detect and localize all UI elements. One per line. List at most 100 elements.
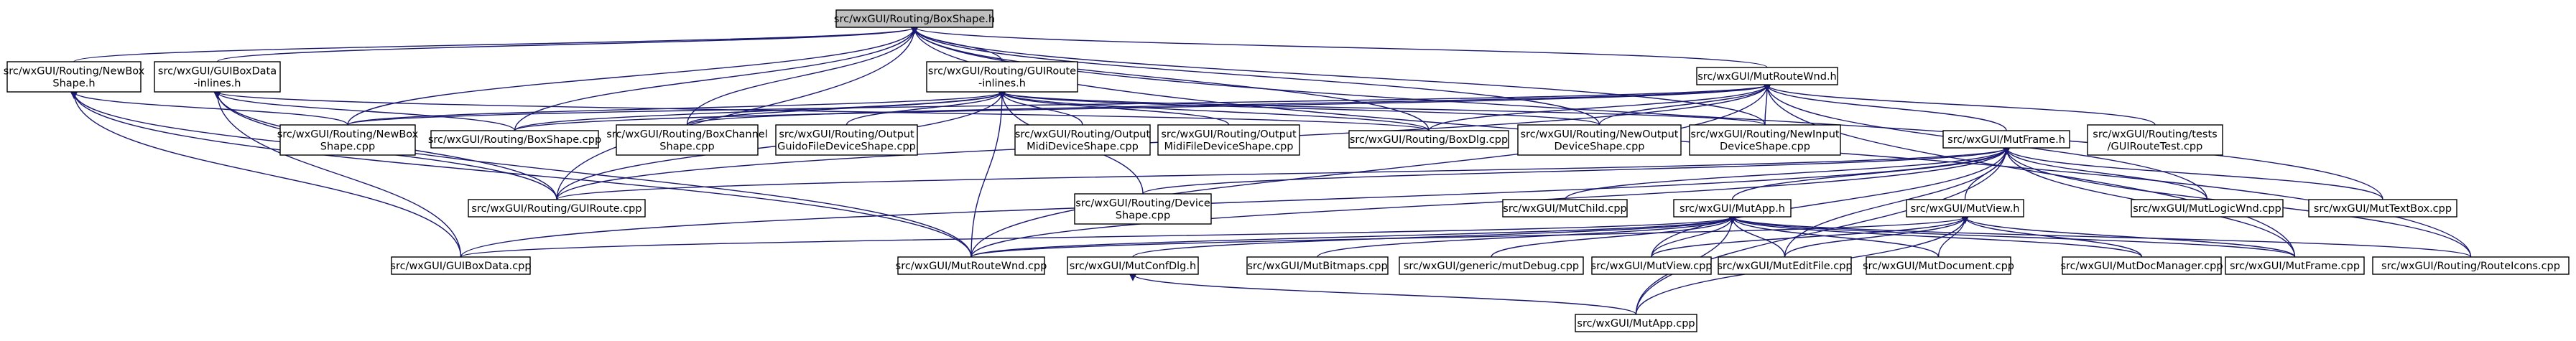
node-muttextboxcpp[interactable]: src/wxGUI/MutTextBox.cpp <box>2308 199 2457 218</box>
node-deviceshapecpp[interactable]: src/wxGUI/Routing/DeviceShape.cpp <box>1074 193 1212 225</box>
edge-line <box>1764 84 2156 126</box>
node-routeh[interactable]: src/wxGUI/Routing/GUIRoute-inlines.h <box>926 61 1078 93</box>
edge-routeh-newboxcpp <box>347 91 1006 126</box>
node-boxdlgcpp[interactable]: src/wxGUI/Routing/BoxDlg.cpp <box>1348 130 1509 149</box>
node-label: src/wxGUI/MutDocManager.cpp <box>2060 261 2223 272</box>
node-guiroutecpp[interactable]: src/wxGUI/Routing/GUIRoute.cpp <box>468 199 646 218</box>
node-label: Shape.cpp <box>659 141 714 153</box>
node-label: src/wxGUI/MutRouteWnd.h <box>1697 71 1837 83</box>
edge-routeh-mutroutewndcpp <box>970 91 1006 258</box>
node-box <box>1906 199 2024 218</box>
edge-line <box>73 27 918 62</box>
node-label: DeviceShape.cpp <box>1555 141 1645 153</box>
node-box <box>1157 124 1300 156</box>
node-guiboxdatacpp[interactable]: src/wxGUI/GUIBoxData.cpp <box>390 256 532 275</box>
edge-routeh-newincpp <box>999 91 1766 126</box>
node-mutdocmanagercpp[interactable]: src/wxGUI/MutDocManager.cpp <box>2060 256 2223 275</box>
edge-line <box>213 91 1430 131</box>
node-label: MidiDeviceShape.cpp <box>1027 141 1139 153</box>
node-box <box>1591 256 1712 275</box>
node-label: src/wxGUI/Routing/NewInput <box>1690 129 1839 141</box>
edge-root-boxdatah <box>216 27 918 62</box>
node-label: src/wxGUI/MutRouteWnd.cpp <box>896 261 1047 272</box>
edge-line <box>1129 274 1637 315</box>
node-label: src/wxGUI/Routing/Output <box>1015 129 1151 141</box>
node-label: src/wxGUI/Routing/NewBox <box>277 129 419 141</box>
node-box <box>1067 256 1199 275</box>
edge-mutroutewndh-newboxcpp <box>347 84 1771 126</box>
node-newincpp[interactable]: src/wxGUI/Routing/NewInputDeviceShape.cp… <box>1689 124 1841 156</box>
node-box <box>1689 124 1841 156</box>
node-label: Shape.h <box>52 78 95 90</box>
edge-line <box>2003 147 2383 200</box>
node-mutchildcpp[interactable]: src/wxGUI/MutChild.cpp <box>1502 199 1628 218</box>
node-muteditfilecpp[interactable]: src/wxGUI/MutEditFile.cpp <box>1717 256 1853 275</box>
edge-mutframeh-deviceshapecpp <box>1142 147 2010 195</box>
edge-line <box>1651 147 2010 258</box>
node-mutbitmapscpp[interactable]: src/wxGUI/MutBitmaps.cpp <box>1246 256 1389 275</box>
node-label: src/wxGUI/Routing/tests <box>2093 129 2217 141</box>
edge-mutframeh-guiroutecpp <box>556 147 2010 200</box>
edge-mutapph-mutdebugcpp <box>1491 216 1736 258</box>
edge-root-newincpp <box>911 27 1766 126</box>
node-mutframecpp[interactable]: src/wxGUI/MutFrame.cpp <box>2225 256 2365 275</box>
node-boxdatah[interactable]: src/wxGUI/GUIBoxData-inlines.h <box>154 61 281 93</box>
node-box <box>2225 256 2365 275</box>
node-label: src/wxGUI/Routing/BoxShape.cpp <box>428 134 601 146</box>
node-label: GuidoFileDeviceShape.cpp <box>777 141 916 153</box>
node-box <box>1517 124 1682 156</box>
edge-line <box>999 91 1430 131</box>
edge-line <box>460 216 1736 258</box>
node-label: src/wxGUI/Routing/Output <box>1161 129 1297 141</box>
edge-mutroutewndh-boxshapecpp <box>514 84 1771 131</box>
node-newoutcpp[interactable]: src/wxGUI/Routing/NewOutputDeviceShape.c… <box>1517 124 1682 156</box>
node-outmidifilecpp[interactable]: src/wxGUI/Routing/OutputMidiFileDeviceSh… <box>1157 124 1300 156</box>
node-box <box>1502 199 1628 218</box>
edge-line <box>999 91 1766 126</box>
node-mutappcpp[interactable]: src/wxGUI/MutApp.cpp <box>1575 314 1697 332</box>
node-root[interactable]: src/wxGUI/Routing/BoxShape.h <box>834 9 995 28</box>
node-mutroutewndh[interactable]: src/wxGUI/MutRouteWnd.h <box>1696 67 1838 85</box>
edge-routeh-outguidocpp <box>845 91 1006 126</box>
edge-line <box>460 147 2010 258</box>
node-label: src/wxGUI/MutEditFile.cpp <box>1717 261 1852 272</box>
node-box <box>1348 130 1509 149</box>
edge-line <box>1731 147 2010 200</box>
node-box <box>2062 256 2222 275</box>
node-boxshapecpp[interactable]: src/wxGUI/Routing/BoxShape.cpp <box>428 130 601 149</box>
node-label: src/wxGUI/MutFrame.h <box>1947 134 2065 146</box>
node-label: src/wxGUI/Routing/BoxShape.h <box>834 14 995 25</box>
node-mutapph[interactable]: src/wxGUI/MutApp.h <box>1673 199 1792 218</box>
edge-line <box>911 27 1600 126</box>
edge-line <box>970 147 2010 258</box>
node-routeiconscpp[interactable]: src/wxGUI/Routing/RouteIcons.cpp <box>2372 256 2570 275</box>
node-label: src/wxGUI/Routing/BoxDlg.cpp <box>1350 134 1508 146</box>
node-mutroutewndcpp[interactable]: src/wxGUI/MutRouteWnd.cpp <box>896 256 1047 275</box>
node-label: src/wxGUI/MutDocument.cpp <box>1863 261 2014 272</box>
node-mutconfdlgh[interactable]: src/wxGUI/MutConfDlg.h <box>1067 256 1199 275</box>
node-label: src/wxGUI/MutFrame.cpp <box>2230 261 2360 272</box>
edge-line <box>911 27 2383 200</box>
node-mutdocumentcpp[interactable]: src/wxGUI/MutDocument.cpp <box>1863 256 2014 275</box>
edge-line <box>556 27 918 200</box>
node-label: Shape.cpp <box>320 141 375 153</box>
file-nodes: src/wxGUI/Routing/BoxShape.h src/wxGUI/Ro… <box>4 9 2570 332</box>
edge-line <box>556 147 2010 200</box>
node-mutviewh[interactable]: src/wxGUI/MutView.h <box>1906 199 2024 218</box>
node-mutdebugcpp[interactable]: src/wxGUI/generic/mutDebug.cpp <box>1399 256 1584 275</box>
node-testscpp[interactable]: src/wxGUI/Routing/tests/GUIRouteTest.cpp <box>2087 124 2223 156</box>
edge-root-newboxcpp <box>347 27 918 126</box>
edge-newboxh-guiboxdatacpp <box>70 91 462 258</box>
edge-line <box>1428 84 1771 131</box>
node-outguidocpp[interactable]: src/wxGUI/Routing/OutputGuidoFileDeviceS… <box>775 124 918 156</box>
edge-line <box>1728 216 2143 258</box>
node-outmidicpp[interactable]: src/wxGUI/Routing/OutputMidiDeviceShape.… <box>1014 124 1151 156</box>
edge-mutframeh-mutapph <box>1731 147 2010 200</box>
node-mutframeh[interactable]: src/wxGUI/MutFrame.h <box>1942 130 2070 149</box>
node-mutlogicwndcpp[interactable]: src/wxGUI/MutLogicWnd.cpp <box>2131 199 2284 218</box>
node-label: src/wxGUI/MutBitmaps.cpp <box>1247 261 1387 272</box>
node-mutviewcpp[interactable]: src/wxGUI/MutView.cpp <box>1591 256 1713 275</box>
